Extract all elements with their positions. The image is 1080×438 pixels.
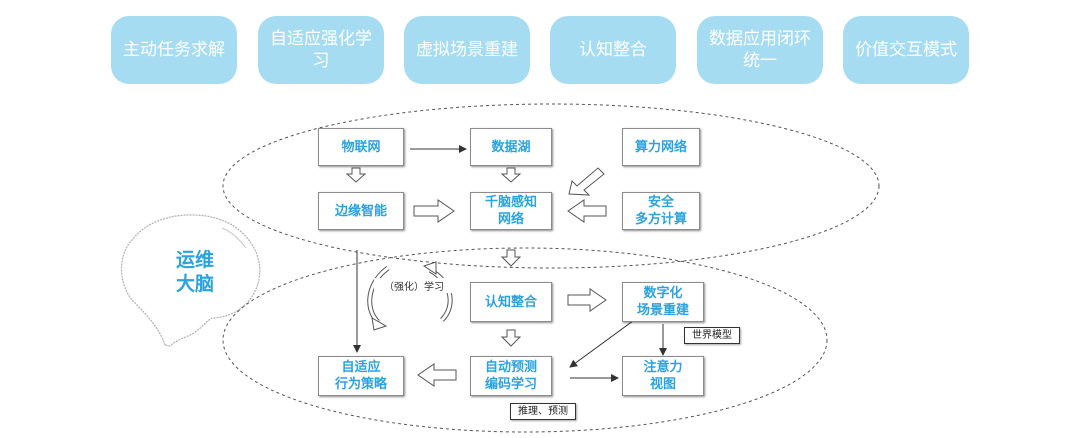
block-arrow-datalake-down xyxy=(500,167,522,183)
block-arrow-cognition-down xyxy=(500,329,522,347)
block-arrow-cognition-right xyxy=(567,288,607,312)
pill-cognition: 认知整合 xyxy=(550,16,676,84)
box-perception-network: 千脑感知 网络 xyxy=(470,192,552,230)
block-arrow-edge-right xyxy=(413,199,455,223)
brain-outline xyxy=(120,214,261,347)
brain-fold xyxy=(221,227,247,249)
loop-arrowhead-left xyxy=(371,317,388,331)
box-compute-net: 算力网络 xyxy=(622,128,700,166)
pill-adaptive-rl: 自适应强化学习 xyxy=(258,16,384,84)
box-iot: 物联网 xyxy=(318,128,404,166)
arrow-digital-to-predictive xyxy=(569,317,638,368)
loop-label: （强化）学习 xyxy=(374,278,454,293)
box-data-lake: 数据湖 xyxy=(470,128,552,166)
pill-value-interaction: 价值交互模式 xyxy=(843,16,969,84)
block-arrow-secure-left xyxy=(567,199,607,223)
loop-arc-left-inner xyxy=(368,266,389,324)
box-secure-mpc: 安全 多方计算 xyxy=(622,192,700,230)
box-edge-intelligence: 边缘智能 xyxy=(318,192,404,230)
block-arrow-iot-down xyxy=(345,167,367,183)
tag-reasoning-prediction: 推理、预测 xyxy=(510,403,576,420)
box-cognition: 认知整合 xyxy=(470,282,552,322)
brain-label: 运维 大脑 xyxy=(175,249,214,295)
pill-data-loop: 数据应用闭环统一 xyxy=(697,16,823,84)
pill-virtual-scene: 虚拟场景重建 xyxy=(404,16,530,84)
loop-arrowhead-right xyxy=(422,261,437,275)
box-adaptive-policy: 自适应 行为策略 xyxy=(318,356,404,396)
upper-ellipse xyxy=(222,103,880,269)
lower-ellipse xyxy=(222,247,828,433)
tag-world-model: 世界模型 xyxy=(684,327,740,344)
block-arrow-predictive-left xyxy=(417,363,457,387)
box-predictive-coding: 自动预测 编码学习 xyxy=(470,356,552,396)
block-arrow-compute-diag xyxy=(568,167,605,196)
box-digital-scene: 数字化 场景重建 xyxy=(622,282,704,322)
block-arrow-perception-down xyxy=(500,249,522,267)
pill-active-task: 主动任务求解 xyxy=(111,16,237,84)
box-attention-view: 注意力 视图 xyxy=(622,356,704,396)
